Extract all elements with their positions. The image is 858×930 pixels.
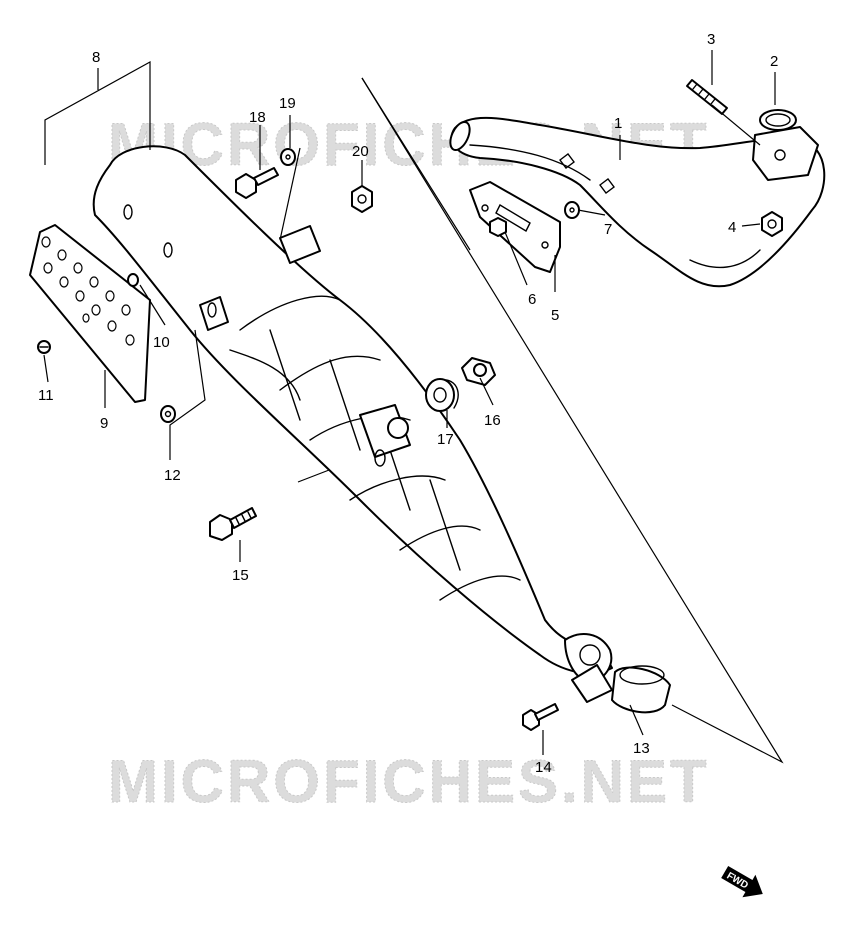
callout-1: 1	[614, 115, 622, 132]
callout-16: 16	[484, 412, 501, 429]
callout-2: 2	[770, 53, 778, 70]
bolt-18	[235, 167, 279, 199]
nut-20	[351, 185, 373, 213]
callout-15: 15	[232, 567, 249, 584]
callout-13: 13	[633, 740, 650, 757]
callout-5: 5	[551, 307, 559, 324]
heat-shield	[29, 224, 151, 403]
collar	[461, 357, 496, 386]
callout-20: 20	[352, 143, 369, 160]
muffler	[92, 145, 613, 703]
callout-3: 3	[707, 31, 715, 48]
washer-10	[127, 273, 139, 287]
bolt-15	[209, 507, 257, 541]
fwd-arrow-icon: FWD	[721, 865, 763, 898]
grommet	[425, 378, 459, 412]
callout-19: 19	[279, 95, 296, 112]
callout-4: 4	[728, 219, 736, 236]
washer-7	[564, 201, 580, 219]
fwd-label: FWD	[725, 871, 750, 892]
callout-11: 11	[38, 387, 54, 404]
callout-7: 7	[604, 221, 612, 238]
stud-bolt	[686, 79, 728, 115]
callout-10: 10	[153, 334, 170, 351]
group-outline-left	[361, 77, 471, 251]
screw-14	[522, 703, 559, 731]
end-cap	[611, 665, 671, 714]
exhaust-pipe	[449, 116, 826, 288]
washer-19	[280, 148, 296, 166]
watermark-bottom: MICROFICHES.NET	[108, 748, 710, 815]
callout-14: 14	[535, 759, 552, 776]
callout-6: 6	[528, 291, 536, 308]
bracket-bolt	[489, 217, 507, 237]
group-outline	[361, 77, 784, 764]
callout-numbers: 1 2 3 4 5 6 7 8 9 10 11 12 13 14 15 16 1…	[38, 31, 778, 776]
callout-12: 12	[164, 467, 181, 484]
screw-11	[37, 340, 51, 354]
callout-9: 9	[100, 415, 108, 432]
pipe-bracket	[469, 181, 561, 273]
callout-18: 18	[249, 109, 266, 126]
exhaust-gasket	[752, 109, 819, 181]
callout-8: 8	[92, 49, 100, 66]
flange-nut	[761, 211, 783, 237]
leader-lines	[43, 50, 776, 755]
callout-17: 17	[437, 431, 454, 448]
washer-12	[160, 405, 176, 423]
